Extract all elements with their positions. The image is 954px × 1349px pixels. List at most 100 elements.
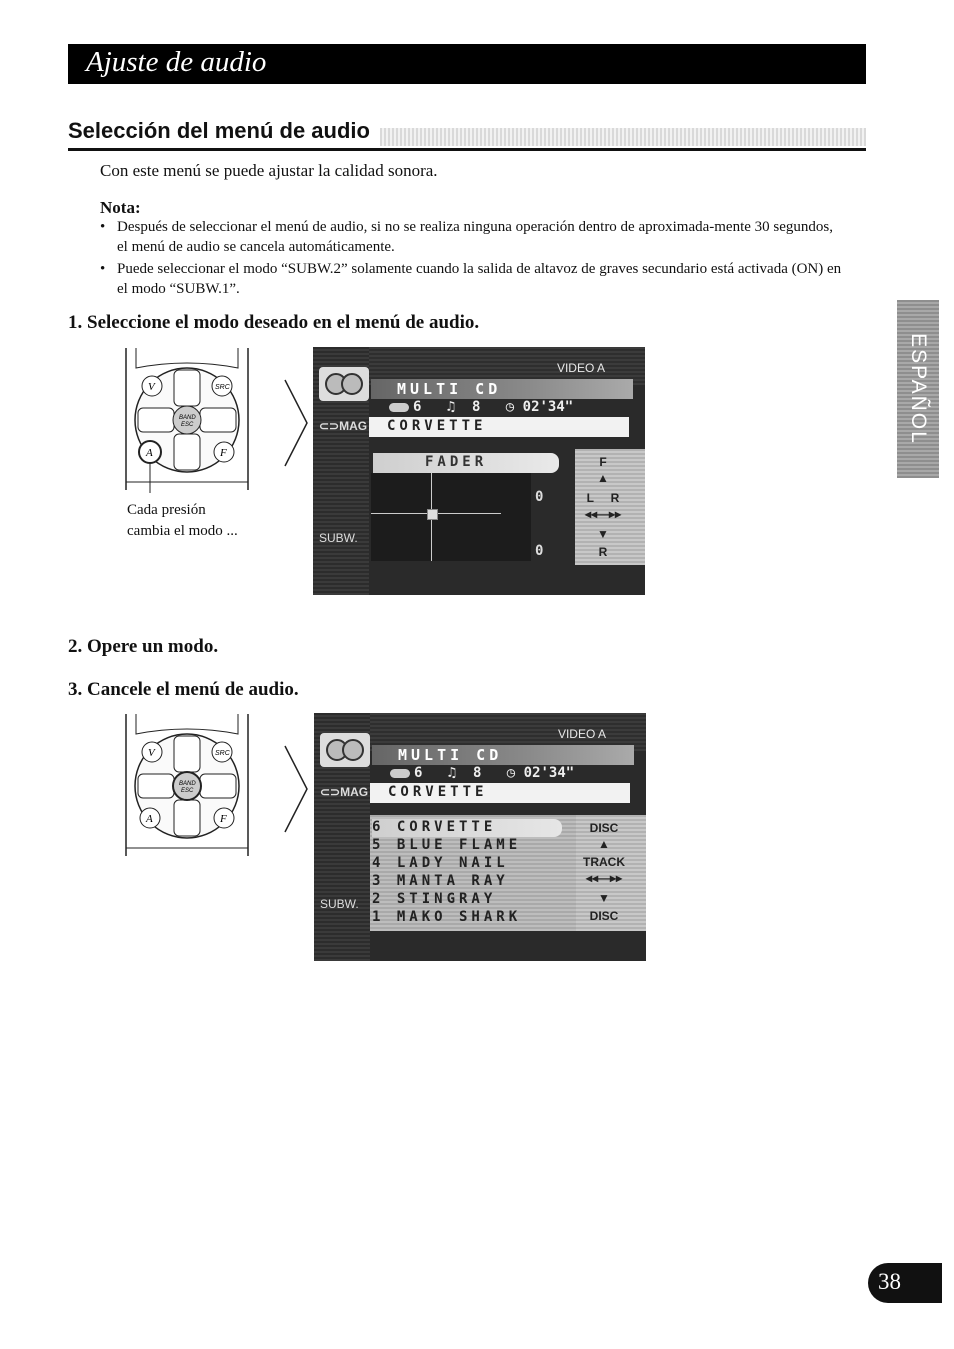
disc-graphic [342, 739, 364, 761]
play-time: 02'34" [522, 399, 574, 415]
svg-text:V: V [148, 381, 156, 393]
source-name: MULTI CD [398, 746, 503, 764]
chevron-right-icon [284, 745, 308, 833]
disc-number: 6 [414, 765, 423, 781]
magazine-text: MAG [340, 785, 369, 799]
left-label: L [586, 491, 594, 505]
svg-text:A: A [145, 447, 153, 459]
mode-header: FADER [373, 453, 559, 473]
down-arrow-icon: ▼ [597, 527, 609, 541]
remote-caption: Cada presión cambia el modo ... [127, 500, 238, 542]
source-bar: MULTI CD [372, 745, 634, 765]
source-name: MULTI CD [397, 380, 502, 398]
list-item[interactable]: 4 LADY NAIL [372, 855, 509, 871]
disc-graphic [341, 373, 363, 395]
list-item[interactable]: 5 BLUE FLAME [372, 837, 522, 853]
note-label: Nota: [100, 198, 141, 217]
play-time: 02'34" [523, 765, 575, 781]
svg-text:F: F [219, 813, 227, 825]
disc-title: CORVETTE [387, 418, 487, 434]
svg-text:SRC: SRC [215, 750, 231, 757]
disc-icon [390, 768, 410, 778]
display-screen-track-list: VIDEO A MULTI CD 6 ♫ 8 ◷ 02'34" ⊂⊃MAG CO… [314, 713, 646, 961]
list-item[interactable]: 1 MAKO SHARK [372, 909, 522, 925]
remote-illustration: V SRC BAND ESC A F [122, 714, 252, 856]
step-1: 1. Seleccione el modo deseado en el menú… [68, 312, 480, 333]
disc-number: 6 [413, 399, 422, 415]
magazine-text: MAG [339, 419, 368, 433]
mode-name: FADER [425, 454, 488, 470]
up-arrow-icon: ▲ [597, 471, 609, 485]
multi-cd-icon [319, 367, 369, 401]
down-arrow-icon: ▼ [598, 891, 610, 905]
caption-line: cambia el modo ... [127, 523, 238, 539]
intro-text: Con este menú se puede ajustar la calida… [100, 161, 438, 180]
track-number: 8 [472, 399, 481, 415]
disc-title-row: CORVETTE [369, 417, 629, 437]
section-title: Selección del menú de audio [68, 118, 370, 143]
disc-title-row: CORVETTE [370, 783, 630, 803]
language-tab-label: ESPAÑOL [907, 333, 930, 445]
chapter-title: Ajuste de audio [86, 46, 267, 78]
page-number: 38 [878, 1269, 901, 1294]
display-screen-fader: VIDEO A MULTI CD 6 ♫ 8 ◷ 02'34" ⊂⊃MAG CO… [313, 347, 645, 595]
svg-text:ESC: ESC [181, 422, 194, 428]
list-item[interactable]: 6 CORVETTE [372, 819, 562, 837]
music-note-icon: ♫ [446, 399, 456, 415]
right-label: R [610, 491, 620, 505]
disc-title: CORVETTE [388, 784, 488, 800]
source-bar: MULTI CD [371, 379, 633, 399]
svg-text:V: V [148, 747, 156, 759]
chevron-right-icon [284, 379, 308, 467]
svg-text:BAND: BAND [179, 781, 196, 787]
magazine-label: ⊂⊃MAG [319, 419, 368, 433]
up-arrow-icon: ▲ [598, 837, 610, 851]
subwoofer-label: SUBW. [320, 897, 359, 911]
left-right-arrows-icon: ◂◂—▸▸ [584, 507, 622, 521]
screen-side-panel [576, 815, 646, 931]
disc-up-label: DISC [589, 821, 619, 835]
svg-text:ESC: ESC [181, 788, 194, 794]
subwoofer-label: SUBW. [319, 531, 358, 545]
svg-text:SRC: SRC [215, 384, 231, 391]
svg-text:BAND: BAND [179, 415, 196, 421]
fader-front-value: 0 [535, 489, 544, 505]
disc-track-time-row: 6 ♫ 8 ◷ 02'34" [390, 765, 574, 781]
video-source-label: VIDEO A [557, 727, 606, 741]
magazine-label: ⊂⊃MAG [320, 785, 369, 799]
fader-rear-value: 0 [535, 543, 544, 559]
language-tab: ESPAÑOL [897, 300, 939, 478]
fader-position-marker [427, 509, 438, 520]
chapter-title-bar: Ajuste de audio [68, 44, 866, 84]
bullet-dot: • [100, 261, 106, 277]
svg-text:F: F [219, 447, 227, 459]
disc-list: 6 CORVETTE 5 BLUE FLAME 4 LADY NAIL 3 MA… [372, 819, 572, 927]
track-number: 8 [473, 765, 482, 781]
note-bullet-text: Después de seleccionar el menú de audio,… [117, 219, 834, 255]
remote-illustration: V SRC BAND ESC A F [122, 348, 252, 493]
step-2: 2. Opere un modo. [68, 636, 219, 657]
music-note-icon: ♫ [447, 765, 457, 781]
section-rule [68, 148, 866, 151]
clock-icon: ◷ [506, 765, 516, 781]
note-bullet-text: Puede seleccionar el modo “SUBW.2” solam… [117, 261, 842, 297]
section-heading-band [380, 128, 866, 146]
list-item[interactable]: 3 MANTA RAY [372, 873, 509, 889]
clock-icon: ◷ [505, 399, 515, 415]
disc-down-label: DISC [589, 909, 619, 923]
track-label: TRACK [583, 855, 625, 869]
front-label: F [599, 455, 607, 469]
fader-grid [371, 473, 531, 561]
rear-label: R [598, 545, 608, 559]
disc-track-time-row: 6 ♫ 8 ◷ 02'34" [389, 399, 573, 415]
svg-text:A: A [145, 813, 153, 825]
page-number-badge: 38 [868, 1263, 942, 1303]
video-source-label: VIDEO A [556, 361, 605, 375]
left-right-labels: L R [573, 491, 633, 505]
left-right-arrows-icon: ◂◂—▸▸ [585, 871, 623, 885]
bullet-dot: • [100, 219, 106, 235]
list-item[interactable]: 2 STINGRAY [372, 891, 497, 907]
multi-cd-icon [320, 733, 370, 767]
disc-icon [389, 402, 409, 412]
caption-line: Cada presión [127, 502, 206, 518]
